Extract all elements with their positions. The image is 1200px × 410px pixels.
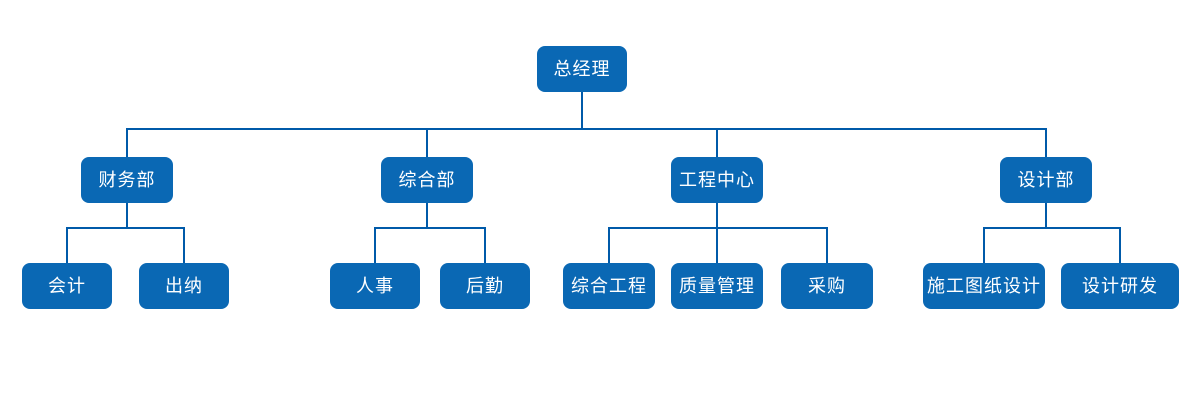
org-node-construction-drawing-design: 施工图纸设计 — [923, 263, 1045, 309]
org-node-design-dept: 设计部 — [1000, 157, 1092, 203]
org-node-finance-dept: 财务部 — [81, 157, 173, 203]
org-node-general-manager: 总经理 — [537, 46, 627, 92]
org-node-general-engineering: 综合工程 — [563, 263, 655, 309]
org-node-accounting: 会计 — [22, 263, 112, 309]
org-node-quality-management: 质量管理 — [671, 263, 763, 309]
org-node-engineering-center: 工程中心 — [671, 157, 763, 203]
org-node-cashier: 出纳 — [139, 263, 229, 309]
org-node-logistics: 后勤 — [440, 263, 530, 309]
org-node-general-affairs-dept: 综合部 — [381, 157, 473, 203]
org-node-procurement: 采购 — [781, 263, 873, 309]
org-node-design-rnd: 设计研发 — [1061, 263, 1179, 309]
org-node-hr: 人事 — [330, 263, 420, 309]
